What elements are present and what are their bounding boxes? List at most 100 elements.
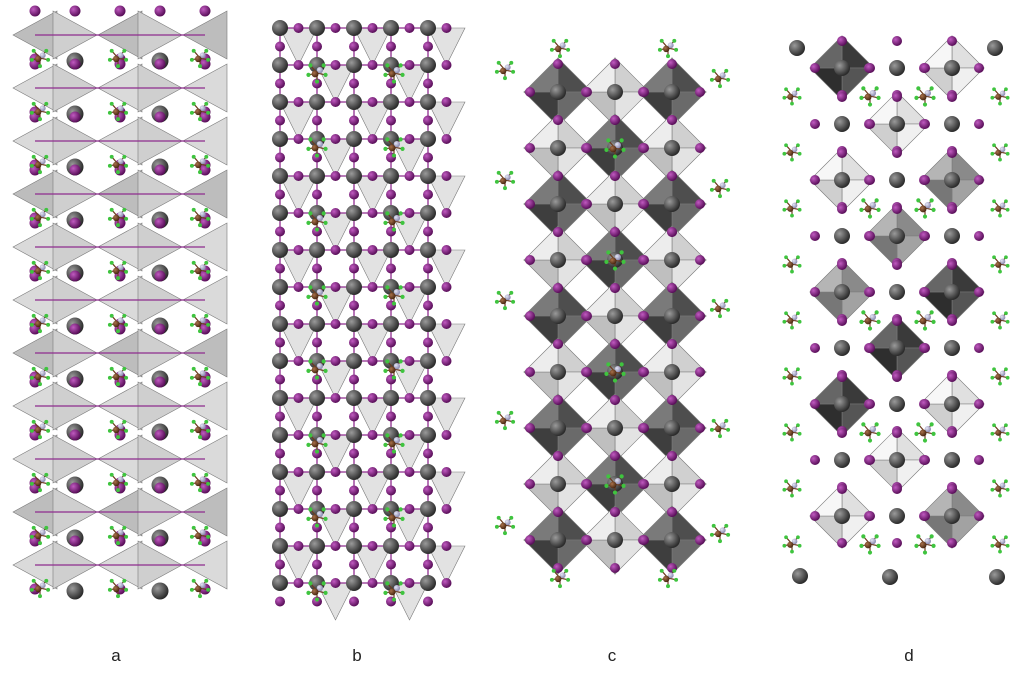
hydrogen-atom bbox=[198, 435, 202, 440]
hydrogen-atom bbox=[876, 543, 881, 548]
iodine-atom bbox=[330, 208, 341, 218]
hydrogen-atom bbox=[198, 488, 202, 493]
iodine-atom bbox=[810, 455, 820, 465]
iodine-atom bbox=[69, 535, 81, 547]
hydrogen-atom bbox=[391, 597, 397, 602]
lead-atom bbox=[346, 168, 362, 184]
carbon-atom bbox=[995, 261, 1002, 268]
carbon-atom bbox=[34, 161, 42, 169]
hydrogen-atom bbox=[44, 472, 49, 477]
iodine-atom bbox=[154, 164, 166, 176]
nitrogen-atom bbox=[999, 258, 1006, 265]
iodine-atom bbox=[367, 356, 378, 366]
hydrogen-atom bbox=[718, 194, 722, 199]
nitrogen-atom bbox=[924, 426, 931, 433]
hydrogen-atom bbox=[189, 163, 194, 168]
hydrogen-atom bbox=[874, 534, 879, 539]
hydrogen-atom bbox=[931, 95, 936, 100]
iodine-atom bbox=[423, 559, 433, 570]
carbon-atom bbox=[194, 320, 202, 328]
nitrogen-atom bbox=[504, 519, 511, 526]
iodine-atom bbox=[892, 372, 902, 382]
lead-atom bbox=[664, 308, 680, 324]
carbon-atom bbox=[194, 55, 202, 63]
organic-cation bbox=[914, 198, 936, 219]
panel-d-structure bbox=[782, 35, 1010, 585]
iodine-atom bbox=[154, 58, 166, 70]
hydrogen-atom bbox=[206, 322, 211, 327]
organic-cation bbox=[107, 48, 129, 69]
iodine-atom bbox=[275, 411, 285, 422]
carbon-atom bbox=[864, 317, 872, 325]
hydrogen-atom bbox=[44, 207, 49, 212]
iodine-atom bbox=[610, 59, 620, 69]
carbon-atom bbox=[388, 514, 396, 522]
iodine-atom bbox=[810, 119, 820, 129]
hydrogen-atom bbox=[922, 326, 928, 331]
carbon-atom bbox=[864, 205, 872, 213]
lead-atom bbox=[944, 60, 960, 76]
hydrogen-atom bbox=[191, 525, 196, 530]
hydrogen-atom bbox=[38, 382, 42, 387]
hydrogen-atom bbox=[990, 375, 995, 380]
nitrogen-atom bbox=[614, 254, 621, 261]
organic-cation bbox=[990, 479, 1010, 498]
iodine-atom bbox=[275, 115, 285, 126]
iodine-atom bbox=[639, 423, 649, 433]
hydrogen-atom bbox=[46, 534, 51, 539]
hydrogen-atom bbox=[606, 474, 611, 479]
lead-atom bbox=[420, 575, 436, 591]
organic-cation bbox=[494, 60, 516, 81]
iodine-atom bbox=[330, 541, 341, 551]
organic-cation bbox=[383, 285, 405, 306]
hydrogen-atom bbox=[44, 260, 49, 265]
hydrogen-atom bbox=[549, 577, 554, 582]
nitrogen-atom bbox=[791, 538, 798, 545]
nitrogen-atom bbox=[999, 202, 1006, 209]
nitrogen-atom bbox=[719, 302, 726, 309]
lead-atom bbox=[420, 316, 436, 332]
carbon-atom bbox=[787, 261, 794, 268]
nitrogen-atom bbox=[39, 582, 46, 589]
iodine-atom bbox=[974, 399, 984, 409]
lead-atom bbox=[550, 84, 566, 100]
hydrogen-atom bbox=[992, 199, 996, 204]
hydrogen-atom bbox=[124, 110, 129, 115]
lead-atom bbox=[383, 20, 399, 36]
iodine-atom bbox=[330, 245, 341, 255]
hydrogen-atom bbox=[44, 525, 49, 530]
iodine-atom bbox=[293, 430, 304, 440]
hydrogen-atom bbox=[496, 290, 501, 295]
iodine-atom bbox=[349, 189, 359, 200]
organic-cation bbox=[383, 63, 405, 84]
iodine-atom bbox=[865, 175, 875, 185]
hydrogen-atom bbox=[718, 539, 722, 544]
organic-cation bbox=[306, 137, 328, 158]
iodine-atom bbox=[349, 448, 359, 459]
iodine-atom bbox=[404, 171, 415, 181]
iodine-atom bbox=[553, 395, 563, 405]
nitrogen-atom bbox=[719, 72, 726, 79]
iodine-atom bbox=[154, 5, 166, 17]
hydrogen-atom bbox=[314, 301, 320, 306]
hydrogen-atom bbox=[797, 543, 802, 548]
hydrogen-atom bbox=[398, 137, 403, 142]
hydrogen-atom bbox=[314, 597, 320, 602]
iodine-atom bbox=[695, 255, 705, 265]
hydrogen-atom bbox=[31, 154, 36, 159]
lead-atom bbox=[550, 140, 566, 156]
iodine-atom bbox=[275, 596, 285, 607]
nitrogen-atom bbox=[117, 529, 124, 536]
iodine-atom bbox=[423, 115, 433, 126]
carbon-atom bbox=[34, 585, 42, 593]
hydrogen-atom bbox=[657, 577, 662, 582]
iodine-atom bbox=[441, 541, 452, 551]
iodine-atom bbox=[892, 92, 902, 102]
hydrogen-atom bbox=[931, 207, 936, 212]
organic-cation bbox=[914, 86, 936, 107]
hydrogen-atom bbox=[659, 38, 664, 43]
hydrogen-atom bbox=[784, 423, 788, 428]
lead-atom bbox=[151, 582, 169, 600]
lead-atom bbox=[346, 501, 362, 517]
hydrogen-atom bbox=[398, 507, 403, 512]
